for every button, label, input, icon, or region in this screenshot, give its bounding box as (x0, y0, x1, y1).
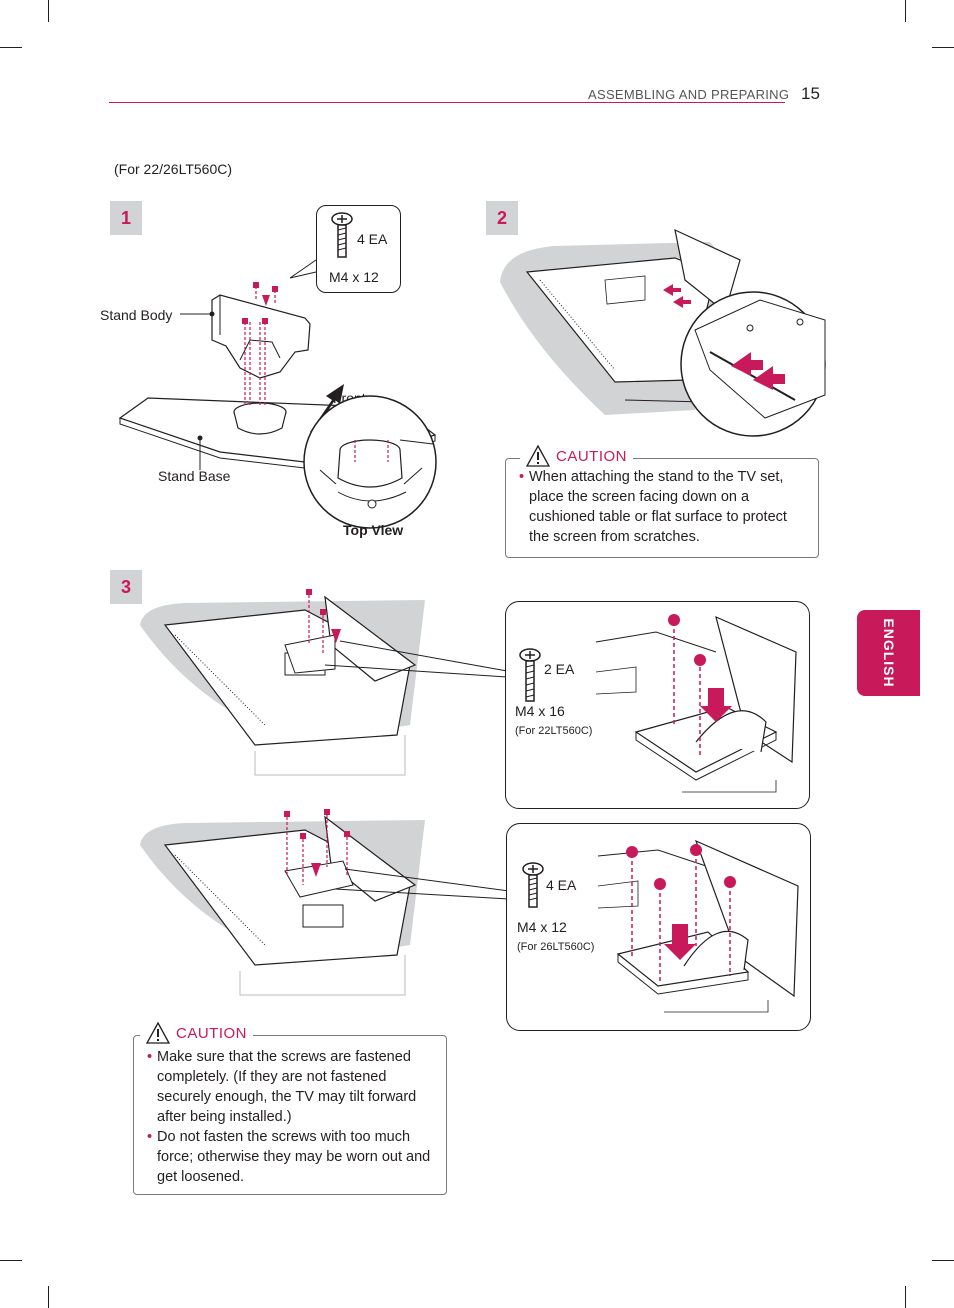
warning-icon (145, 1021, 171, 1044)
stand-body-label: Stand Body (100, 307, 173, 323)
crop-mark (48, 0, 49, 22)
caution-list-1: When attaching the stand to the TV set, … (519, 467, 809, 547)
caution-item: Make sure that the screws are fastened c… (147, 1047, 437, 1127)
caution-heading-2: CAUTION (140, 1021, 253, 1044)
step-2-number: 2 (486, 201, 518, 235)
crop-mark (905, 1286, 906, 1308)
tv-back-stand-illustration (500, 228, 826, 437)
screw-icon (522, 862, 544, 908)
model-22: (For 22LT560C) (515, 725, 593, 737)
section-title: ASSEMBLING AND PREPARING (588, 87, 790, 102)
screw-size-22: M4 x 16 (515, 703, 565, 719)
top-view-label: Top View (343, 522, 404, 538)
crop-mark (932, 47, 954, 48)
screw-qty-26: 4 EA (546, 877, 577, 893)
header-rule (109, 102, 785, 103)
warning-icon (525, 444, 551, 467)
caution-heading-1: CAUTION (520, 444, 633, 467)
caution-item: Do not fasten the screws with too much f… (147, 1127, 437, 1187)
screw-size-26: M4 x 12 (517, 919, 567, 935)
stand-detail-22 (595, 614, 797, 793)
caution-list-2: Make sure that the screws are fastened c… (147, 1047, 437, 1187)
crop-mark (48, 1286, 49, 1308)
caution-title-1: CAUTION (556, 447, 627, 465)
screw-qty-22: 2 EA (544, 661, 575, 677)
caution-item: When attaching the stand to the TV set, … (519, 467, 809, 547)
screw-callout (316, 205, 401, 293)
step-1-number: 1 (110, 201, 142, 235)
stand-assembly-illustration (118, 259, 437, 529)
screw-icon (331, 212, 353, 258)
model-note: (For 22/26LT560C) (114, 161, 233, 177)
crop-mark (905, 0, 906, 22)
screw-qty: 4 EA (357, 231, 388, 247)
screw-size: M4 x 12 (329, 269, 379, 285)
language-tab-label: ENGLISH (880, 618, 897, 688)
screw-icon (519, 648, 541, 702)
tv-stand-screws-26-illustration (140, 809, 510, 996)
caution-title-2: CAUTION (176, 1024, 247, 1042)
tv-stand-screws-22-illustration (140, 589, 508, 776)
stand-detail-26 (597, 839, 799, 1013)
crop-mark (0, 1260, 22, 1261)
step-3-number: 3 (110, 570, 142, 604)
crop-mark (0, 47, 22, 48)
crop-mark (932, 1260, 954, 1261)
model-26: (For 26LT560C) (517, 941, 595, 953)
language-tab[interactable]: ENGLISH (857, 610, 920, 696)
page-number: 15 (801, 84, 820, 103)
stand-base-label: Stand Base (158, 468, 231, 484)
